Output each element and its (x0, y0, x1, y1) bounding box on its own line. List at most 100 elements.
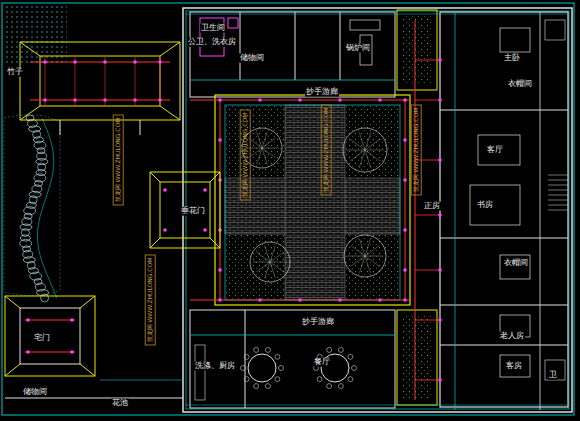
room-label: 洗涤、厨房 (194, 362, 236, 371)
tree-branch (262, 148, 267, 164)
column-dot (103, 60, 107, 64)
courtyard-edge (225, 105, 400, 300)
tree-branch (248, 138, 262, 148)
stair-tread (548, 180, 568, 181)
room-label: 衣帽间 (503, 259, 529, 268)
tree-branch (359, 132, 365, 150)
column-dot (438, 268, 442, 272)
watermark: 筑龙网 WWW.ZHULONG.COM (411, 105, 422, 196)
column-dot (403, 178, 407, 182)
stair-tread (548, 200, 568, 201)
tree-branch (365, 150, 384, 151)
column-dot (258, 298, 262, 302)
wall-line (440, 238, 568, 239)
column-dot (438, 158, 442, 162)
wall-rect (190, 12, 395, 97)
chair (327, 384, 332, 389)
brick-path (285, 105, 345, 300)
wall-line (140, 120, 141, 135)
chair (265, 347, 270, 352)
wall-line (440, 110, 568, 111)
room-label: 抄手游廊 (305, 88, 339, 97)
column-dot (26, 350, 30, 354)
roof-outline (5, 296, 95, 376)
room-label: 书房 (476, 201, 494, 210)
room-label: 老人房 (499, 332, 525, 341)
tree-branch (365, 150, 371, 168)
room-label: 宅门 (33, 334, 51, 343)
column-dot (203, 188, 207, 192)
chair (254, 384, 259, 389)
garden-bed (4, 115, 60, 296)
column-dot (26, 318, 30, 322)
garden-rock (20, 239, 32, 247)
column-dot (163, 188, 167, 192)
wall-line (190, 80, 395, 81)
column-dot (203, 228, 207, 232)
tree-branch (256, 252, 270, 262)
tree-branch (265, 262, 270, 278)
tree-branch (248, 148, 262, 158)
garden-rock (28, 268, 38, 274)
column-dot (218, 98, 222, 102)
column-dot (73, 60, 77, 64)
column-dot (378, 98, 382, 102)
tree-branch (262, 132, 267, 148)
chair (327, 347, 332, 352)
beam-line (415, 380, 440, 381)
garden-rock (36, 159, 48, 165)
tree-branch (365, 132, 371, 150)
tree-branch (365, 246, 379, 256)
tree-branch (257, 132, 262, 148)
tree-canopy (242, 128, 282, 168)
room-label: 卫 (548, 371, 558, 380)
column-dot (438, 58, 442, 62)
beam-line (30, 61, 170, 62)
column-dot (218, 138, 222, 142)
column-dot (133, 98, 137, 102)
tree-branch (262, 148, 276, 158)
room-label: 抄手游廊 (301, 318, 335, 327)
room-label: 花池 (111, 399, 129, 408)
room-label: 垂花门 (180, 207, 206, 216)
wall-line (60, 120, 61, 135)
tree-branch (350, 139, 365, 150)
column-dot (438, 318, 442, 322)
column-dot (70, 350, 74, 354)
garden-rock (24, 213, 32, 219)
fixture (228, 18, 238, 28)
column-dot (70, 318, 74, 322)
tree-branch (262, 138, 276, 148)
stair-tread (548, 205, 568, 206)
beam-line (415, 215, 440, 216)
column-dot (298, 98, 302, 102)
room-label: 公卫、洗衣房 (187, 38, 237, 47)
column-dot (163, 228, 167, 232)
wall-line (455, 12, 456, 410)
column-dot (298, 298, 302, 302)
column-dot (73, 98, 77, 102)
room-label: 客厅 (486, 146, 504, 155)
room-label: 卫生间 (200, 24, 226, 33)
bed (500, 255, 530, 279)
room-label: 储物间 (239, 54, 265, 63)
column-dot (218, 268, 222, 272)
beam-line (30, 99, 170, 100)
beam-line (25, 352, 75, 353)
wall-line (5, 398, 183, 399)
column-dot (43, 60, 47, 64)
column-dot (338, 298, 342, 302)
grid-line (186, 405, 568, 406)
roof-outline (150, 172, 220, 248)
chair (338, 347, 343, 352)
room-label: 储物间 (22, 388, 48, 397)
tree-branch (365, 256, 379, 266)
tree-canopy (343, 128, 387, 172)
column-dot (438, 213, 442, 217)
tree-branch (350, 150, 365, 161)
wall-line (190, 335, 395, 336)
tree-branch (365, 139, 380, 150)
grid-line (186, 14, 568, 15)
sofa (470, 185, 520, 225)
